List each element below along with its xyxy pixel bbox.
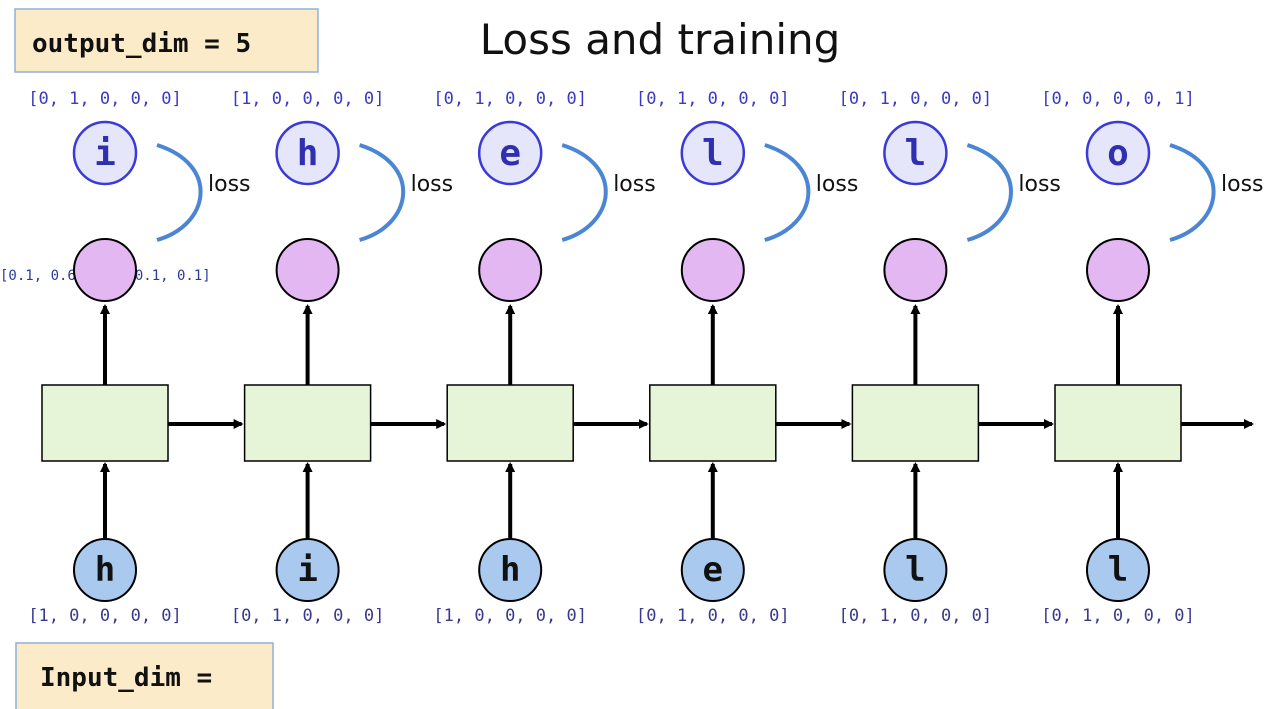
slide-title: Loss and training [480,15,841,64]
output-node [73,238,137,302]
input-letter: h [500,550,520,590]
output-node [478,238,543,302]
target-letter: h [297,133,319,174]
target-letter: e [499,133,521,174]
output-node [680,238,745,302]
output-node [883,238,948,302]
target-letter: o [1107,133,1129,174]
rnn-cell [446,384,574,462]
input-vector: [0, 1, 0, 0, 0] [839,606,993,626]
input-node [883,538,948,602]
input-dim-box [15,642,274,709]
output-dim-label: output_dim = 5 [32,29,251,59]
loss-label: loss [1018,172,1061,197]
input-node [1086,538,1150,602]
target-letter: l [702,133,724,174]
input-vector: [0, 1, 0, 0, 0] [231,606,385,626]
loss-curve [966,143,1013,242]
input-letter: l [1108,550,1128,590]
input-letter: h [95,550,115,590]
input-vector: [1, 0, 0, 0, 0] [433,606,587,626]
loss-label: loss [411,172,454,197]
target-node [72,120,138,186]
loss-curve [156,143,203,242]
rnn-cell [851,384,980,462]
target-vector: [0, 1, 0, 0, 0] [839,89,993,109]
timesteps: [0, 1, 0, 0, 0] i loss h [1, 0, 0, 0, 0] [1, … [28,89,1263,626]
target-node [477,120,543,186]
loss-label: loss [1221,172,1264,197]
loss-curve [1169,143,1216,242]
output-dim-box [14,8,319,73]
target-node [883,120,948,186]
input-dim-label: Input_dim = [40,663,212,693]
rnn-cell [1054,384,1182,462]
input-node [73,538,137,602]
input-vector: [0, 1, 0, 0, 0] [1041,606,1195,626]
output-node [1086,238,1150,302]
loss-label: loss [208,172,251,197]
input-vector: [0, 1, 0, 0, 0] [636,606,790,626]
target-vector: [0, 1, 0, 0, 0] [28,89,182,109]
output-node [275,238,340,302]
loss-label: loss [613,172,656,197]
input-vector: [1, 0, 0, 0, 0] [28,606,182,626]
target-vector: [0, 1, 0, 0, 0] [636,89,790,109]
loss-curve [358,143,406,242]
target-node [275,120,340,186]
loss-curve [561,143,608,242]
input-letter: l [905,550,925,590]
loss-curve [764,143,811,242]
input-letter: i [297,550,317,590]
rnn-cell [41,384,169,462]
input-node [680,538,745,602]
target-node [680,120,746,186]
target-letter: l [905,133,927,174]
target-letter: i [94,133,116,174]
target-vector: [0, 1, 0, 0, 0] [433,89,587,109]
loss-label: loss [816,172,859,197]
target-vector: [0, 0, 0, 0, 1] [1041,89,1195,109]
input-node [275,538,340,602]
input-letter: e [703,550,723,590]
input-node [478,538,543,602]
target-node [1085,120,1151,186]
rnn-cell [243,384,372,462]
target-vector: [1, 0, 0, 0, 0] [231,89,385,109]
rnn-cell [649,384,777,462]
